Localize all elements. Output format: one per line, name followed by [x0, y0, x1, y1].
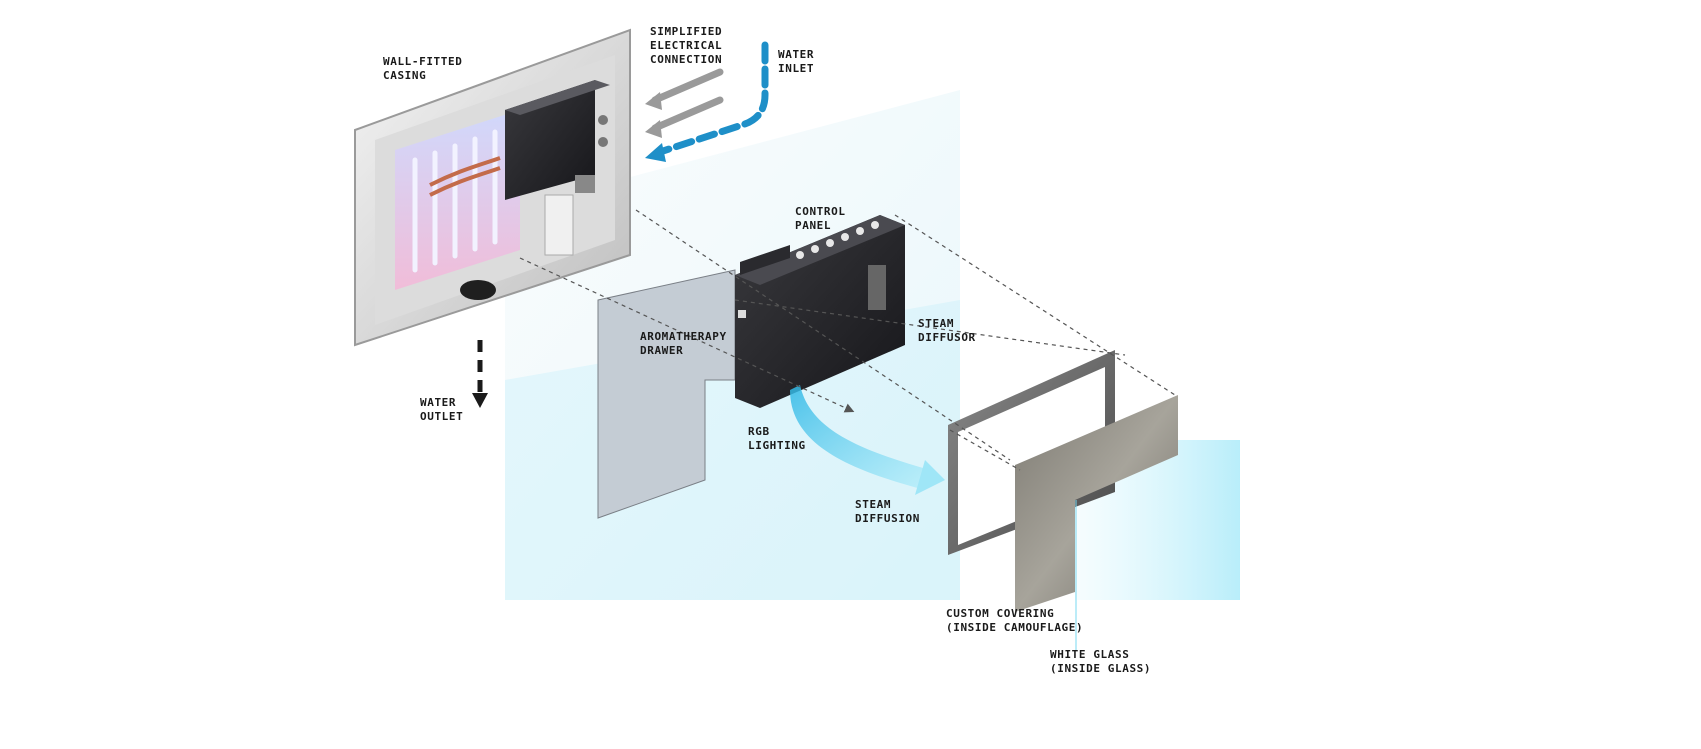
label-rgb-lighting: RGB LIGHTING: [748, 425, 806, 452]
mounting-plate: [597, 269, 736, 519]
label-white-glass: WHITE GLASS (INSIDE GLASS): [1050, 648, 1152, 675]
steam-flow: [790, 385, 930, 490]
label-electrical-connection: SIMPLIFIED ELECTRICAL CONNECTION: [650, 25, 723, 66]
label-control-panel: CONTROL PANEL: [795, 205, 846, 232]
label-wall-fitted-casing: WALL-FITTED CASING: [383, 55, 463, 82]
label-water-outlet: WATER OUTLET: [420, 396, 464, 423]
water-inlet-arrow: [656, 41, 769, 156]
stone-covering: [1015, 395, 1178, 612]
label-custom-covering: CUSTOM COVERING (INSIDE CAMOUFLAGE): [946, 607, 1084, 634]
label-steam-diffusor: STEAM DIFFUSOR: [918, 317, 976, 344]
label-steam-diffusion: STEAM DIFFUSION: [855, 498, 921, 525]
label-water-inlet: WATER INLET: [778, 48, 815, 75]
drain: [460, 280, 496, 300]
wall-casing: [354, 28, 631, 347]
control-unit: [735, 215, 905, 408]
label-aromatherapy-drawer: AROMATHERAPY DRAWER: [640, 330, 727, 357]
